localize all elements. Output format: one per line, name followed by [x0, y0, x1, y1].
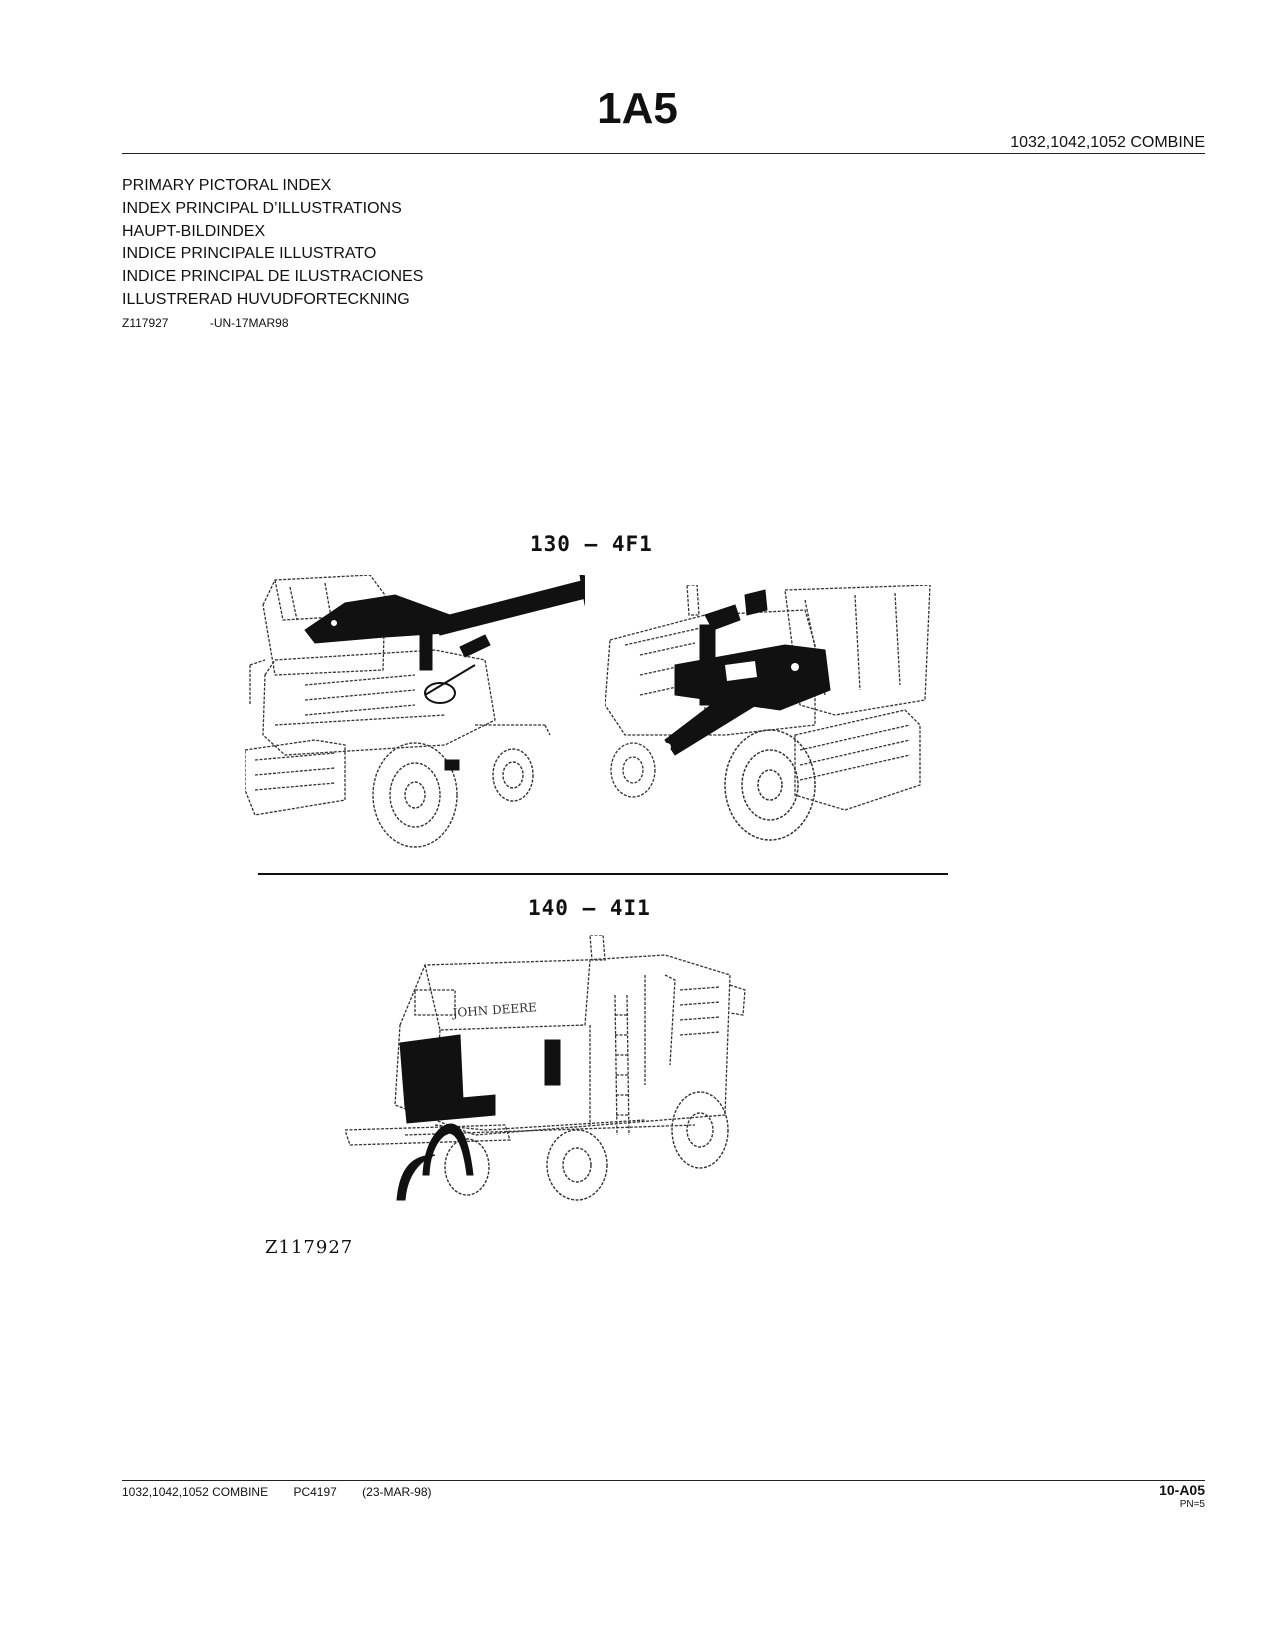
page-title: 1A5: [597, 84, 678, 133]
section-label-130-4f1: 130 — 4F1: [530, 532, 653, 556]
section-label-140-4i1: 140 — 4I1: [528, 896, 651, 920]
header-rule: [122, 153, 1205, 154]
footer-page-number: 10-A05: [1159, 1482, 1205, 1498]
index-title-spanish: INDICE PRINCIPAL DE ILUSTRACIONES: [122, 268, 424, 286]
combine-rear-view-illustration: JOHN DEERE: [345, 935, 746, 1201]
decal-text: JOHN DEERE: [450, 1000, 537, 1020]
figure-reference-date: -UN-17MAR98: [209, 316, 289, 330]
footer-pc-number: PC4197: [293, 1485, 337, 1499]
header-model: 1032,1042,1052 COMBINE: [1010, 134, 1205, 151]
footer-info: 1032,1042,1052 COMBINE PC4197 (23-MAR-98…: [122, 1485, 454, 1499]
figure-reference-code: Z117927: [122, 316, 169, 330]
combine-left-view-illustration: [245, 575, 585, 848]
footer-pn: PN=5: [1179, 1499, 1205, 1510]
footer-rule: [122, 1480, 1205, 1481]
figure-code: Z117927: [265, 1237, 354, 1258]
section-divider: [258, 873, 948, 875]
index-titles: PRIMARY PICTORAL INDEX INDEX PRINCIPAL D…: [122, 175, 423, 312]
footer-model: 1032,1042,1052 COMBINE: [122, 1485, 269, 1499]
index-title-swedish: ILLUSTRERAD HUVUDFORTECKNING: [122, 290, 410, 308]
index-title-english: PRIMARY PICTORAL INDEX: [122, 177, 332, 194]
index-title-italian: INDICE PRINCIPALE ILLUSTRATO: [122, 245, 377, 263]
combine-right-view-illustration: [605, 585, 931, 841]
figure-reference: Z117927 -UN-17MAR98: [122, 316, 289, 330]
index-title-french: INDEX PRINCIPAL D’ILLUSTRATIONS: [122, 199, 402, 217]
index-title-german: HAUPT-BILDINDEX: [122, 222, 266, 240]
footer-date: (23-MAR-98): [362, 1485, 432, 1499]
